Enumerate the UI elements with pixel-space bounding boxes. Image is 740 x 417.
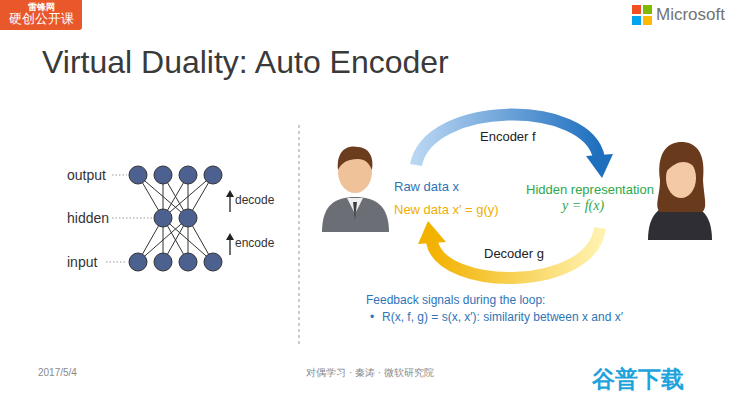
encoder-arc <box>416 115 613 178</box>
arc-label: Encoder f <box>480 130 536 145</box>
logo-course: 硬创公开课 <box>4 12 78 27</box>
divider <box>299 125 300 345</box>
slide-title: Virtual Duality: Auto Encoder <box>42 44 449 81</box>
brand-name: Microsoft <box>656 5 725 25</box>
logo-site: 雷锋网 <box>4 2 78 12</box>
logo-box: 雷锋网硬创公开课 <box>0 0 82 30</box>
direction-arrows <box>226 190 234 255</box>
data-label: New data x′ = g(y) <box>394 203 499 218</box>
watermark: 谷普下载 <box>592 366 684 392</box>
leader-lines <box>106 175 152 262</box>
data-label: Hidden representation <box>526 183 654 198</box>
note-text: Feedback signals during the loop: <box>366 294 545 308</box>
layer-label: output <box>67 167 106 183</box>
woman-figure <box>648 142 712 240</box>
decoder-arc <box>418 221 600 278</box>
layer-label: input <box>67 254 97 270</box>
direction-label: encode <box>235 237 274 251</box>
neural-net <box>129 166 222 271</box>
layer-label: hidden <box>67 210 109 226</box>
arc-label: Decoder g <box>484 247 544 262</box>
formula: y = f(x) <box>562 198 604 214</box>
footer-text: 对偶学习 · 秦涛 · 微软研究院 <box>306 367 434 379</box>
date-footer: 2017/5/4 <box>38 367 77 379</box>
data-label: Raw data x <box>394 180 459 195</box>
bullet: • <box>370 311 374 325</box>
microsoft-logo <box>632 5 652 25</box>
note-text: R(x, f, g) = s(x, x′): similarity betwee… <box>382 311 623 325</box>
man-figure <box>322 146 389 232</box>
direction-label: decode <box>235 194 274 208</box>
